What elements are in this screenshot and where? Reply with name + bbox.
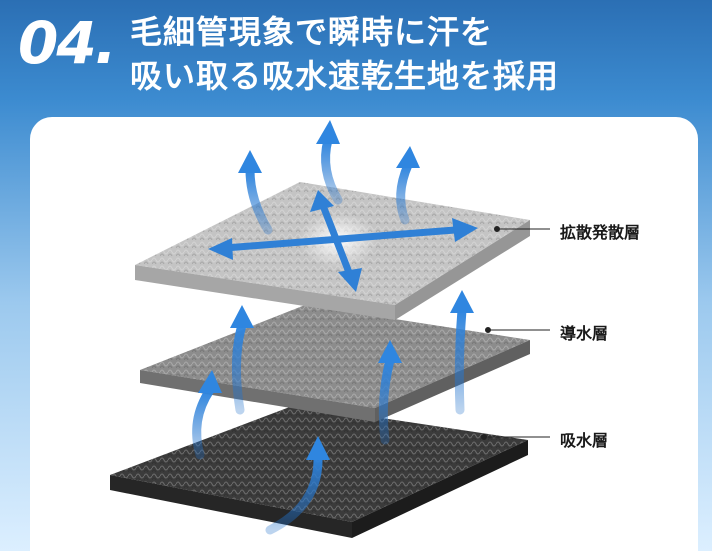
headline: 毛細管現象で瞬時に汗を 吸い取る吸水速乾生地を採用 — [130, 10, 690, 98]
spreading-arrow-heads — [208, 190, 478, 292]
top-layer — [135, 182, 530, 320]
leader-lines — [481, 226, 550, 440]
section-number: 04. — [18, 9, 117, 77]
label-conduction-layer: 導水層 — [560, 326, 609, 343]
headline-line-2: 吸い取る吸水速乾生地を採用 — [130, 57, 560, 95]
headline-line-1: 毛細管現象で瞬時に汗を — [130, 13, 494, 51]
header: 04. 毛細管現象で瞬時に汗を 吸い取る吸水速乾生地を採用 — [0, 0, 712, 120]
label-diffusion-layer: 拡散発散層 — [560, 225, 641, 242]
label-absorption-layer: 吸水層 — [560, 433, 609, 450]
arrow-heads — [198, 120, 474, 460]
moisture-arrows — [192, 135, 467, 535]
spreading-arrows — [221, 199, 459, 279]
